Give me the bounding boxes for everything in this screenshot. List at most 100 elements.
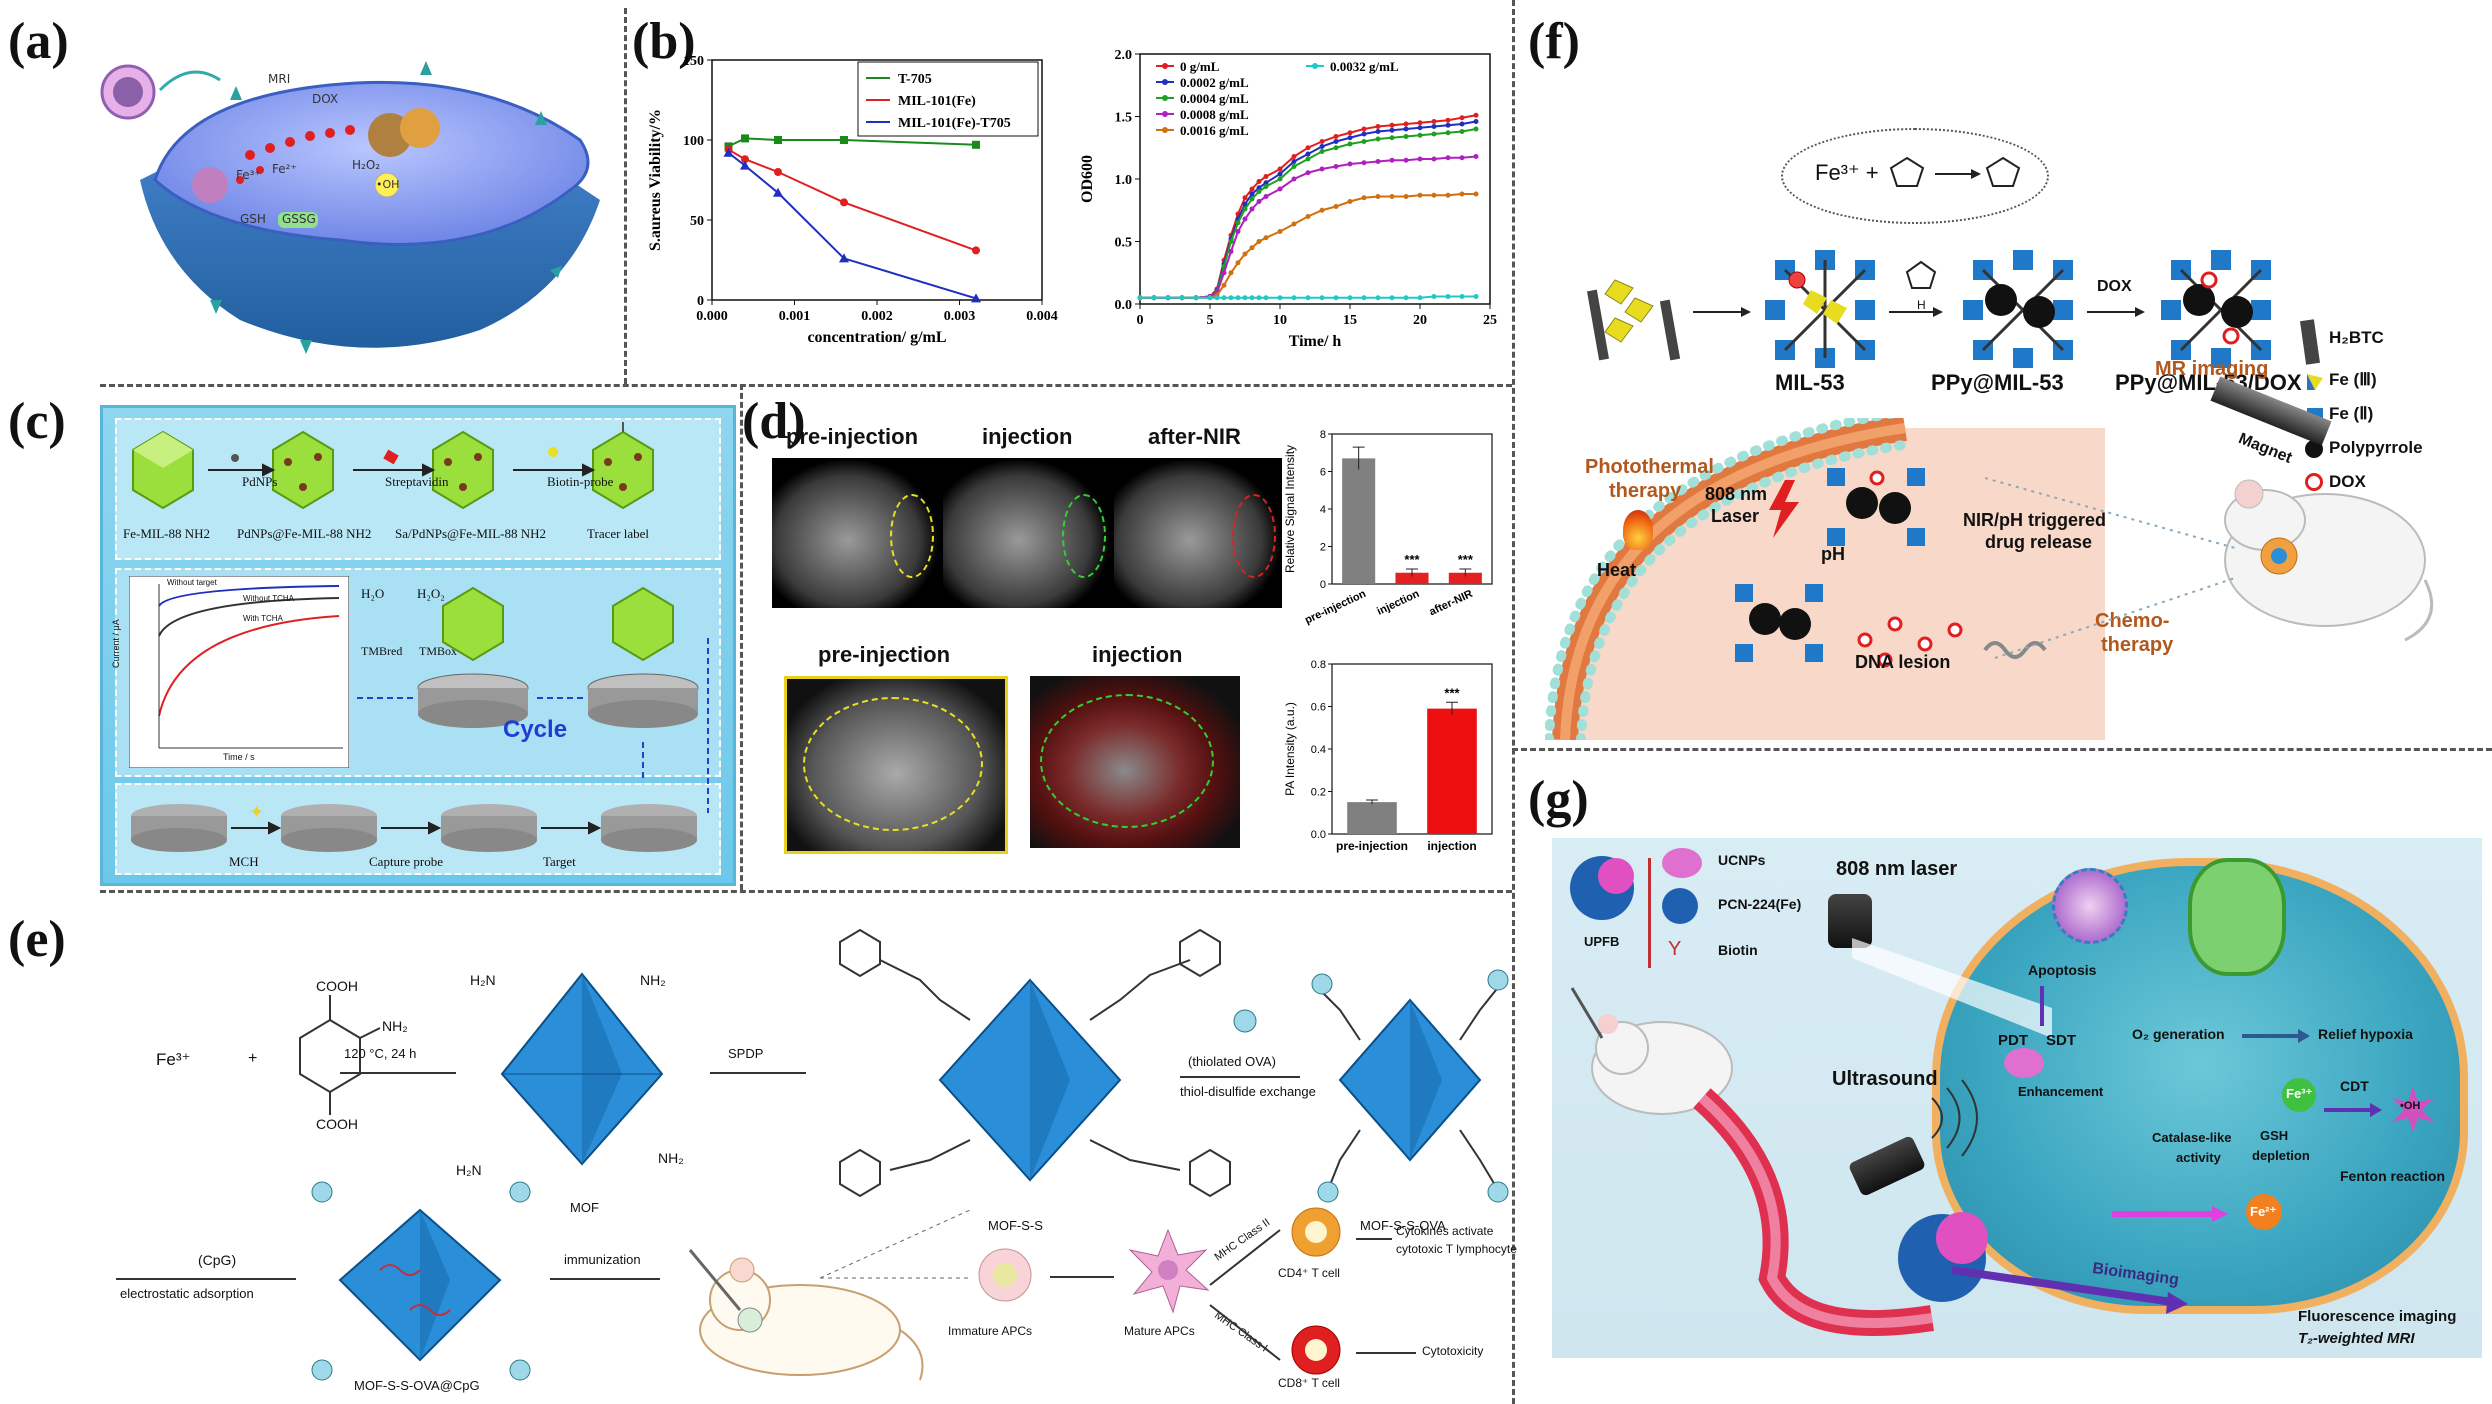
- data-point: [1249, 186, 1255, 192]
- data-point: [1207, 295, 1213, 301]
- data-point: [1389, 295, 1395, 301]
- f-mouse-illustration: [2224, 479, 2434, 642]
- legend-marker: [1162, 79, 1168, 85]
- data-point: [1403, 194, 1409, 199]
- f-legend-0: H₂BTC: [2329, 328, 2384, 347]
- c-crystal-mid: [442, 586, 504, 662]
- divider-ab: [624, 8, 627, 384]
- g-gsh: GSH: [2260, 1128, 2289, 1143]
- mitochondria-icon: [400, 108, 440, 148]
- f-cell-membrane: [1545, 418, 2105, 740]
- e-mof-nh2-br: NH₂: [658, 1150, 684, 1166]
- data-point: [1459, 115, 1465, 121]
- y-axis-label: PA Intensity (a.u.): [1283, 702, 1297, 796]
- data-point: [1431, 131, 1437, 137]
- cd8-tcell-icon: [1291, 1325, 1341, 1375]
- data-point: [1256, 179, 1262, 184]
- y-tick-label: 0.2: [1311, 787, 1326, 799]
- data-point: [1347, 141, 1353, 147]
- pd-crystal-icon: [272, 430, 334, 510]
- e-mof-label: MOF: [570, 1200, 599, 1215]
- e-cooh-top: COOH: [316, 978, 358, 994]
- series-line: [727, 152, 977, 300]
- chart-relative-signal: 02468pre-injection***injection***after-N…: [1283, 429, 1493, 627]
- data-point: [1179, 295, 1185, 301]
- y-axis-label: Relative Signal Intensity: [1283, 445, 1297, 573]
- c-step-sa: Streptavidin: [385, 474, 449, 489]
- data-point: [1389, 135, 1395, 141]
- cell-surface: [153, 80, 590, 246]
- data-point: [1431, 119, 1437, 124]
- legend-label: 0.0008 g/mL: [1180, 107, 1249, 122]
- data-point: [1417, 192, 1423, 198]
- e-thiolated: (thiolated OVA): [1188, 1054, 1276, 1069]
- y-tick-label: 0.4: [1311, 744, 1326, 756]
- c-tmbox: TMBox: [419, 644, 458, 658]
- data-point: [1431, 156, 1437, 162]
- data-point: [1277, 295, 1283, 301]
- data-point: [1319, 149, 1325, 154]
- panel-label-b: (b): [632, 13, 696, 70]
- data-point: [1263, 184, 1269, 189]
- ucnps-icon: [1662, 848, 1702, 878]
- f-mr: MR imaging: [2155, 358, 2269, 380]
- a-gssg: GSSG: [282, 212, 316, 226]
- x-tick-label: 15: [1343, 313, 1357, 328]
- data-point: [1403, 134, 1409, 139]
- d-pa-inj: [1030, 676, 1240, 848]
- x-tick-label: 0.004: [1026, 309, 1058, 324]
- panel-label-e: (e): [8, 911, 66, 968]
- panel-label-c: (c): [8, 393, 66, 450]
- laser-bolt-icon: [1769, 480, 1799, 538]
- data-point: [840, 136, 848, 144]
- data-point: [1291, 164, 1297, 169]
- data-point: [1403, 126, 1409, 132]
- c-inset-xlabel: Time / s: [223, 752, 255, 762]
- f-ppy: PPy@MIL-53: [1931, 370, 2064, 395]
- panel-e-scheme: Fe³⁺ + COOH COOH NH₂ 120 °C, 24 h H₂N NH…: [100, 900, 1517, 1400]
- x-tick-label: 20: [1413, 313, 1427, 328]
- g-fe3-top: Fe³⁺: [2286, 1086, 2313, 1101]
- c-h2o: H₂O: [361, 586, 385, 601]
- data-point: [1242, 206, 1248, 212]
- data-point: [1459, 294, 1465, 299]
- f-nir1: NIR/pH triggered: [1963, 510, 2107, 530]
- legend-fe3-icon: [2307, 374, 2323, 390]
- ppy-mil53-framework: [1963, 250, 2073, 368]
- data-point: [1151, 295, 1157, 301]
- legend-h2btc-icon: [2300, 319, 2320, 365]
- e-ctl: cytotoxic T lymphocyte: [1396, 1242, 1517, 1256]
- data-point: [1256, 239, 1262, 244]
- f-reaction-ellipse: [1781, 128, 2049, 224]
- data-point: [1445, 122, 1451, 128]
- bar: [1342, 458, 1376, 584]
- x-tick-label: injection: [1375, 588, 1421, 618]
- f-chemo2: therapy: [2101, 634, 2174, 656]
- g-enh: Enhancement: [2018, 1084, 2104, 1099]
- data-point: [1375, 159, 1381, 164]
- f-dox-arrow-label: DOX: [2097, 278, 2132, 295]
- data-point: [1221, 282, 1227, 288]
- data-point: [741, 134, 749, 143]
- panel-label-a: (a): [8, 13, 69, 70]
- x-tick-label: 10: [1273, 313, 1287, 328]
- data-point: [1235, 229, 1241, 234]
- y-axis-label: OD600: [1079, 155, 1096, 203]
- data-point: [1431, 124, 1437, 129]
- mature-apc-icon: [1128, 1228, 1210, 1314]
- f-reagents: [1586, 279, 1681, 361]
- g-sdt: SDT: [2046, 1032, 2076, 1049]
- legend-marker: [1162, 95, 1168, 101]
- data-point: [1473, 191, 1479, 197]
- data-point: [1228, 249, 1234, 254]
- data-point: [1263, 174, 1269, 179]
- data-point: [1193, 295, 1199, 301]
- c-step-biotin: Biotin-probe: [547, 474, 614, 489]
- data-point: [1389, 122, 1395, 128]
- x-tick-label: 0.000: [696, 309, 728, 324]
- mof-crystal-icon: [132, 430, 194, 510]
- legend-marker: [1162, 127, 1168, 133]
- data-point: [1305, 156, 1311, 162]
- data-point: [1291, 176, 1297, 182]
